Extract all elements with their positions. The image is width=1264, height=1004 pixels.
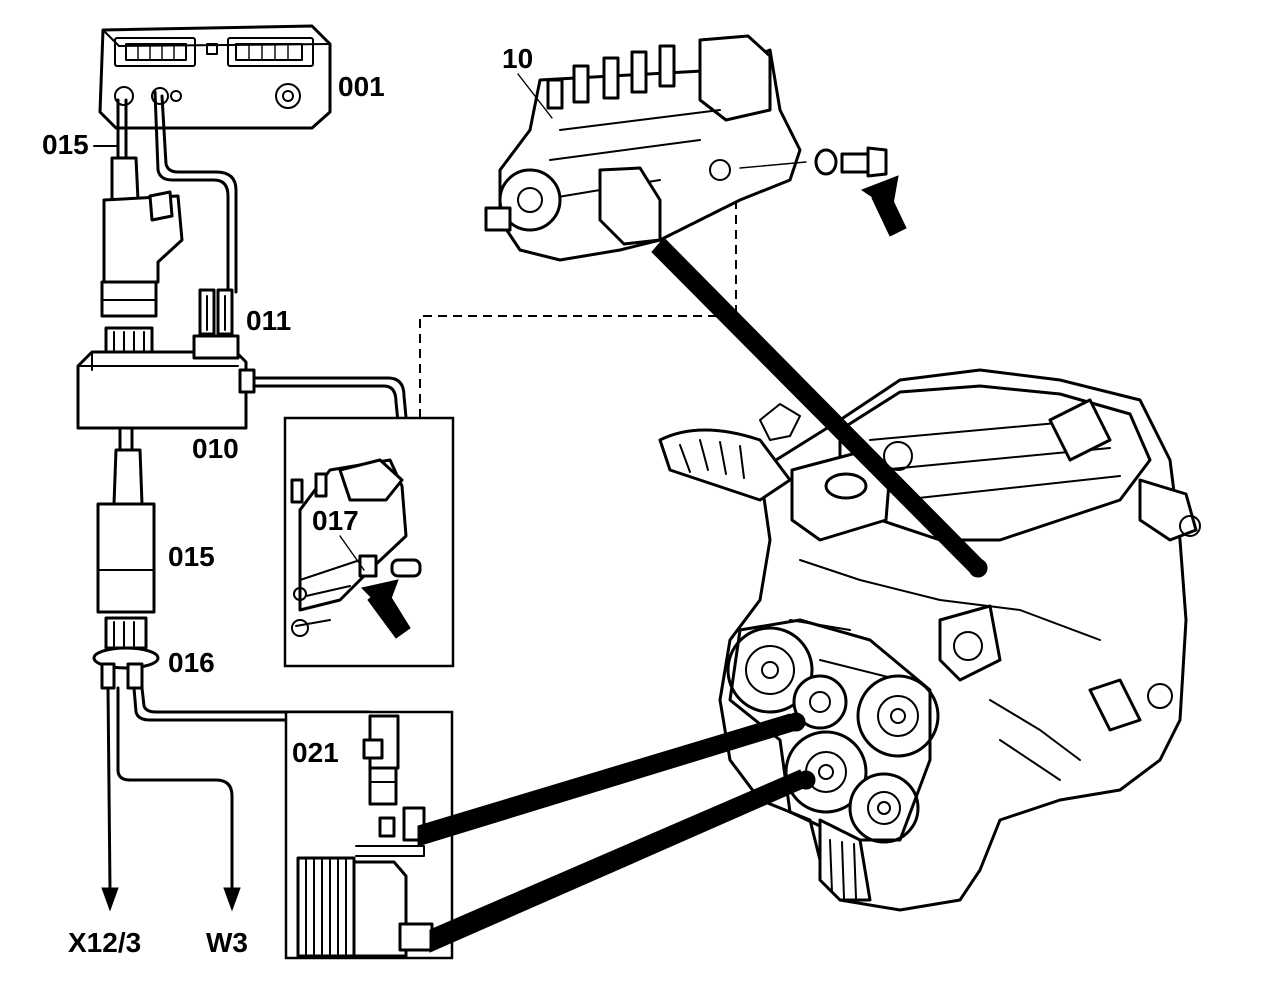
sensor-015-upper: [100, 156, 184, 318]
label-10: 10: [502, 43, 533, 74]
module-010: [76, 326, 256, 430]
arrow-down-w3: [223, 887, 241, 912]
label-021: 021: [292, 737, 339, 768]
arrow-down-x12: [101, 887, 119, 912]
label-011: 011: [246, 305, 291, 336]
label-016: 016: [168, 647, 215, 678]
connector-016: [92, 616, 160, 690]
label-w3: W3: [206, 927, 248, 958]
label-015-mid: 015: [168, 541, 215, 572]
label-017: 017: [312, 505, 359, 536]
injection-pump-icon: [484, 34, 802, 262]
engine-icon: [658, 368, 1201, 912]
label-001: 001: [338, 71, 385, 102]
label-015-top: 015: [42, 129, 89, 160]
label-010: 010: [192, 433, 239, 464]
bolt-and-washer: [814, 146, 888, 178]
leader-pulley: [429, 769, 809, 953]
inset-017: [283, 416, 455, 668]
sensor-015-lower: [96, 426, 156, 614]
label-x12-3: X12/3: [68, 927, 141, 958]
control-unit-icon: [98, 24, 332, 130]
leader-sensor: [417, 713, 797, 847]
connector-011: [198, 288, 234, 336]
